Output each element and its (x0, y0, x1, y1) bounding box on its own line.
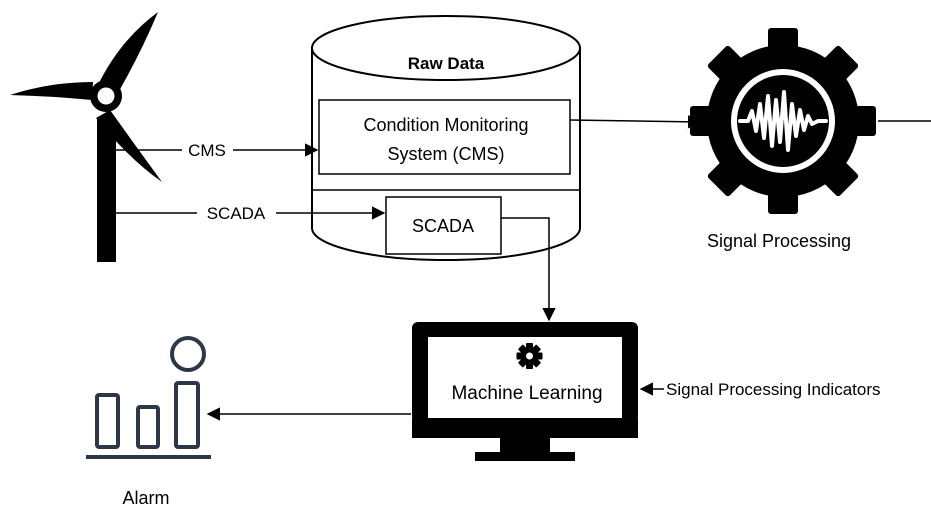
cms-to-signal-processing-edge (569, 115, 702, 129)
cms-edge-label: CMS (188, 141, 226, 160)
gear-waveform-icon (690, 28, 876, 214)
gear-icon (516, 343, 543, 369)
cms-edge: CMS (116, 141, 319, 160)
wind-turbine-icon (10, 12, 162, 262)
scada-node-label: SCADA (412, 216, 474, 236)
alarm-label: Alarm (122, 488, 169, 508)
indicators-edge-label: Signal Processing Indicators (666, 380, 881, 399)
scada-edge-label: SCADA (207, 204, 266, 223)
cms-node-line2: System (CMS) (388, 144, 505, 164)
scada-node[interactable]: SCADA (385, 196, 502, 255)
cms-node[interactable]: Condition Monitoring System (CMS) (318, 99, 571, 175)
signal-processing-label: Signal Processing (707, 231, 851, 251)
scada-edge: SCADA (116, 204, 386, 223)
machine-learning-label: Machine Learning (451, 383, 602, 404)
bar-chart-person-icon (86, 336, 211, 459)
cms-node-line1: Condition Monitoring (363, 115, 528, 135)
database-title: Raw Data (408, 54, 485, 73)
scada-to-ml-edge (501, 217, 556, 322)
